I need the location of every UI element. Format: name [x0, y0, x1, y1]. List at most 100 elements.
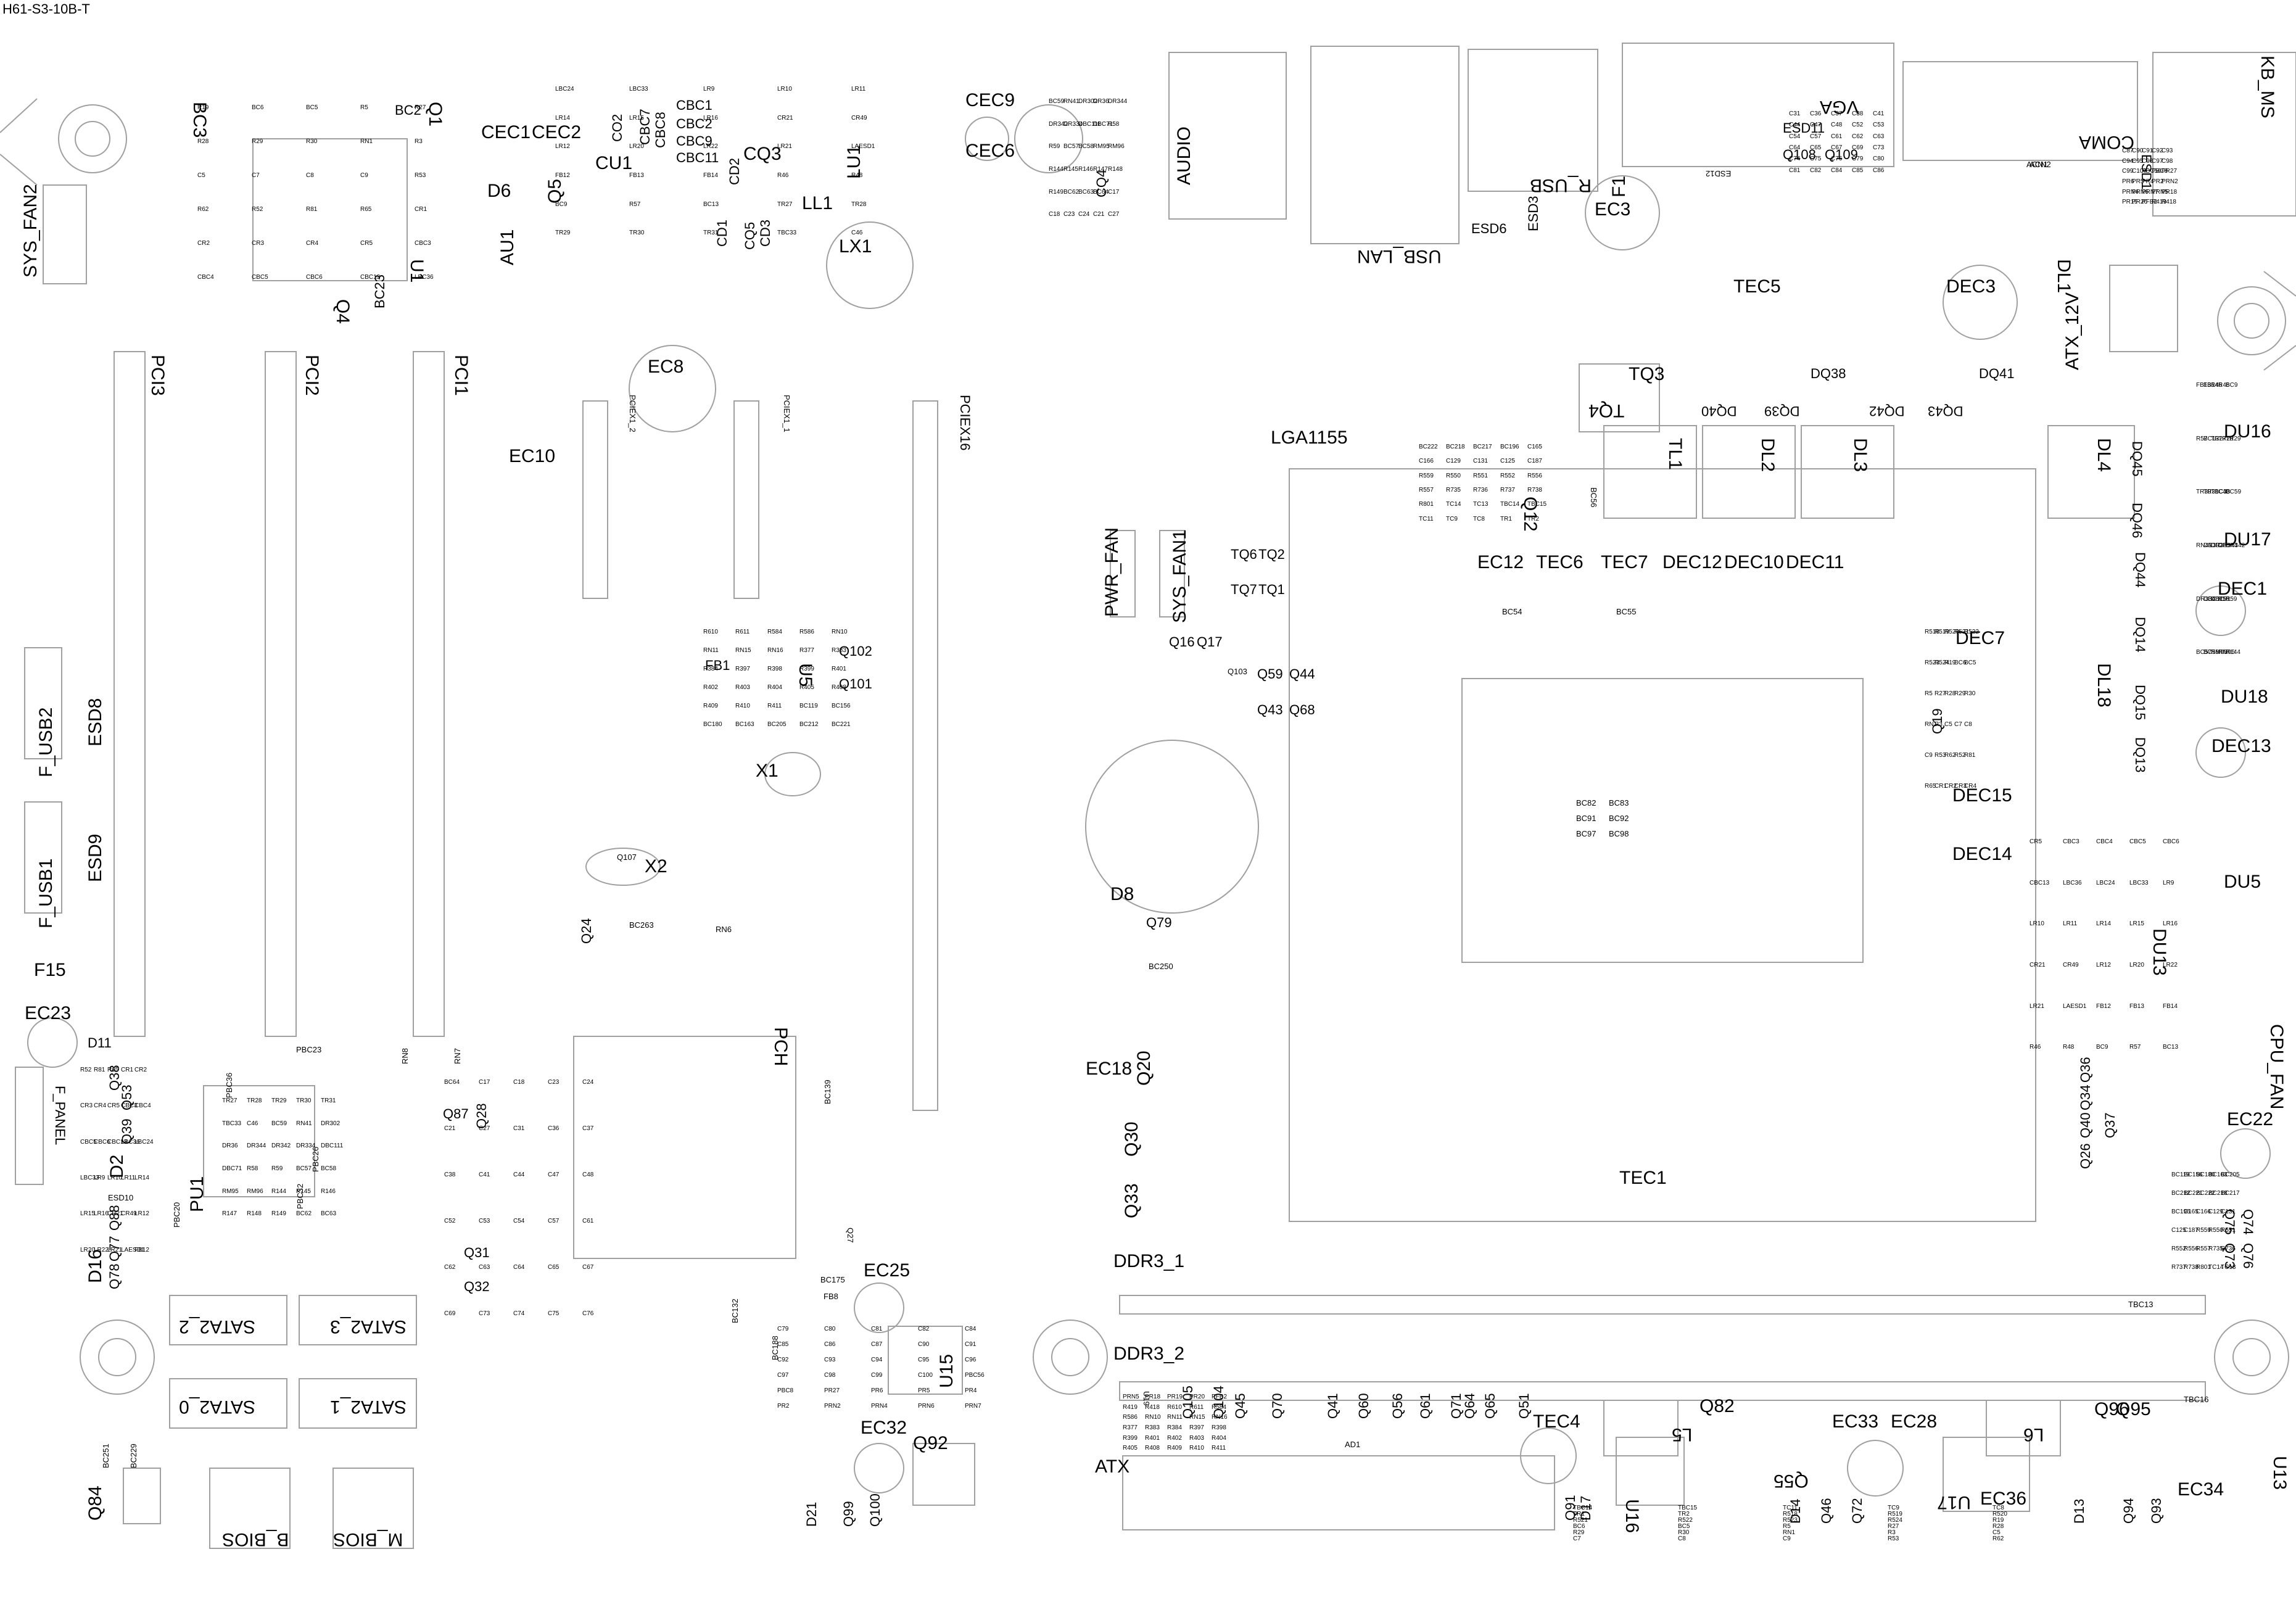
q45-label: Q45: [1233, 1393, 1248, 1419]
bc55-label: BC55: [1616, 607, 1637, 616]
mounting-hole: [1033, 1319, 1108, 1395]
x2-label: X2: [645, 856, 667, 877]
q33-label: Q33: [1121, 1183, 1142, 1218]
component-designator: R402: [703, 684, 718, 691]
f-usb1-outline: [24, 801, 62, 914]
component-designator: R611: [735, 629, 750, 635]
acn2-label: ACN2: [2030, 160, 2051, 169]
component-designator: TBC33: [2211, 489, 2231, 496]
component-designator: PBC8: [777, 1387, 794, 1394]
component-designator: PRN2: [2162, 178, 2178, 185]
component-designator: PR2: [777, 1403, 790, 1410]
q70-label: Q70: [1270, 1393, 1285, 1419]
component-designator: R59: [2226, 595, 2237, 603]
au1-label: AU1: [497, 229, 518, 265]
q37-label: Q37: [2102, 1112, 2118, 1138]
kb-ms-connector-outline: [2152, 52, 2296, 217]
component-designator: C65: [548, 1264, 560, 1271]
component-designator: CBC13: [107, 1138, 128, 1146]
dq46-label: DQ46: [2129, 503, 2145, 539]
dq39-label: DQ39: [1764, 403, 1800, 419]
component-designator: C62: [444, 1264, 456, 1271]
component-designator: LR10: [2030, 920, 2044, 928]
d8-label: D8: [1110, 884, 1134, 904]
component-designator: R48: [2063, 1044, 2075, 1051]
component-designator: PRN7: [965, 1403, 981, 1410]
ec3-label: EC3: [1595, 199, 1631, 220]
component-designator: LBC24: [555, 86, 574, 93]
component-designator: R147: [222, 1210, 237, 1218]
u16-chip-outline: [1616, 1437, 1685, 1506]
dl3-inductor-outline: [1801, 425, 1894, 519]
ad1-label: AD1: [1345, 1440, 1361, 1449]
component-designator: C73: [479, 1310, 490, 1317]
component-designator: BC218: [2208, 1190, 2228, 1197]
component-designator: C48: [582, 1171, 594, 1178]
fb1-label: FB1: [705, 658, 730, 673]
component-designator: LR14: [134, 1175, 149, 1181]
bc92-label: BC92: [1609, 814, 1629, 823]
bc54-label: BC54: [1502, 607, 1522, 616]
l5-inductor-outline: [1603, 1400, 1679, 1456]
cec6-label: CEC6: [965, 141, 1015, 161]
q68-label: Q68: [1289, 702, 1315, 717]
component-designator: C52: [444, 1218, 456, 1224]
component-designator: BC58: [2203, 649, 2220, 656]
component-designator: BC59: [2226, 489, 2242, 496]
component-designator: C98: [824, 1372, 836, 1379]
component-designator: C99: [871, 1372, 883, 1379]
cec9-label: CEC9: [965, 90, 1015, 110]
component-designator: C47: [548, 1171, 560, 1178]
dq42-label: DQ42: [1869, 403, 1905, 419]
component-designator: R65: [107, 1067, 119, 1073]
component-designator: LR15: [80, 1210, 95, 1218]
mounting-hole: [75, 121, 110, 157]
tec1-label: TEC1: [1619, 1168, 1667, 1188]
bc82-label: BC82: [1576, 798, 1596, 807]
component-designator: C92: [2152, 147, 2163, 154]
component-designator: FB14: [2163, 1002, 2178, 1010]
component-designator: PRN6: [918, 1403, 935, 1410]
component-designator: PRN2: [824, 1403, 841, 1410]
component-designator: TBC15: [1527, 501, 1547, 508]
component-designator: C36: [548, 1125, 560, 1132]
component-designator: BC196: [1500, 444, 1519, 450]
sata2-1-label: SATA2_1: [330, 1397, 407, 1417]
dec15-label: DEC15: [1952, 785, 2012, 806]
component-designator: C166: [1419, 458, 1434, 465]
component-designator: C47: [1810, 122, 1822, 129]
component-designator: C75: [1810, 155, 1822, 163]
atx-12v-connector-outline: [2109, 265, 2178, 352]
esd10-label: ESD10: [108, 1193, 134, 1202]
component-designator: R27: [1888, 1523, 1899, 1530]
cbc1-label: CBC1: [676, 97, 712, 113]
component-designator: CR4: [1964, 783, 1977, 790]
f-panel-outline: [15, 1067, 44, 1185]
f-usb1-label: F_USB1: [36, 858, 56, 928]
component-designator: C61: [1831, 133, 1843, 140]
cec1-label: CEC1: [481, 122, 531, 142]
d13-label: D13: [2071, 1498, 2087, 1524]
dl4-label: DL4: [2094, 438, 2114, 473]
component-designator: R551: [1473, 472, 1488, 479]
component-designator: R522: [1964, 629, 1979, 635]
q64-label: Q64: [1462, 1393, 1477, 1419]
component-designator: CBC4: [134, 1102, 151, 1110]
component-designator: TR2: [1527, 515, 1539, 522]
tq3-label: TQ3: [1629, 364, 1665, 384]
component-designator: C46: [851, 229, 863, 237]
component-designator: CR3: [80, 1102, 93, 1110]
component-designator: LBC33: [80, 1175, 99, 1181]
component-designator: CR5: [2030, 838, 2042, 845]
component-designator: LR22: [2163, 962, 2178, 968]
q84-label: Q84: [85, 1485, 105, 1521]
q88-label: Q88: [107, 1205, 122, 1231]
component-designator: R411: [1212, 1445, 1226, 1452]
component-designator: RN11: [703, 647, 719, 654]
component-designator: C131: [2221, 1208, 2236, 1215]
ec22-label: EC22: [2227, 1109, 2274, 1129]
q84-outline: [123, 1468, 161, 1524]
component-designator: C23: [1063, 211, 1075, 218]
pci2-slot-outline: [265, 351, 297, 1037]
component-designator: R737: [2171, 1264, 2186, 1271]
